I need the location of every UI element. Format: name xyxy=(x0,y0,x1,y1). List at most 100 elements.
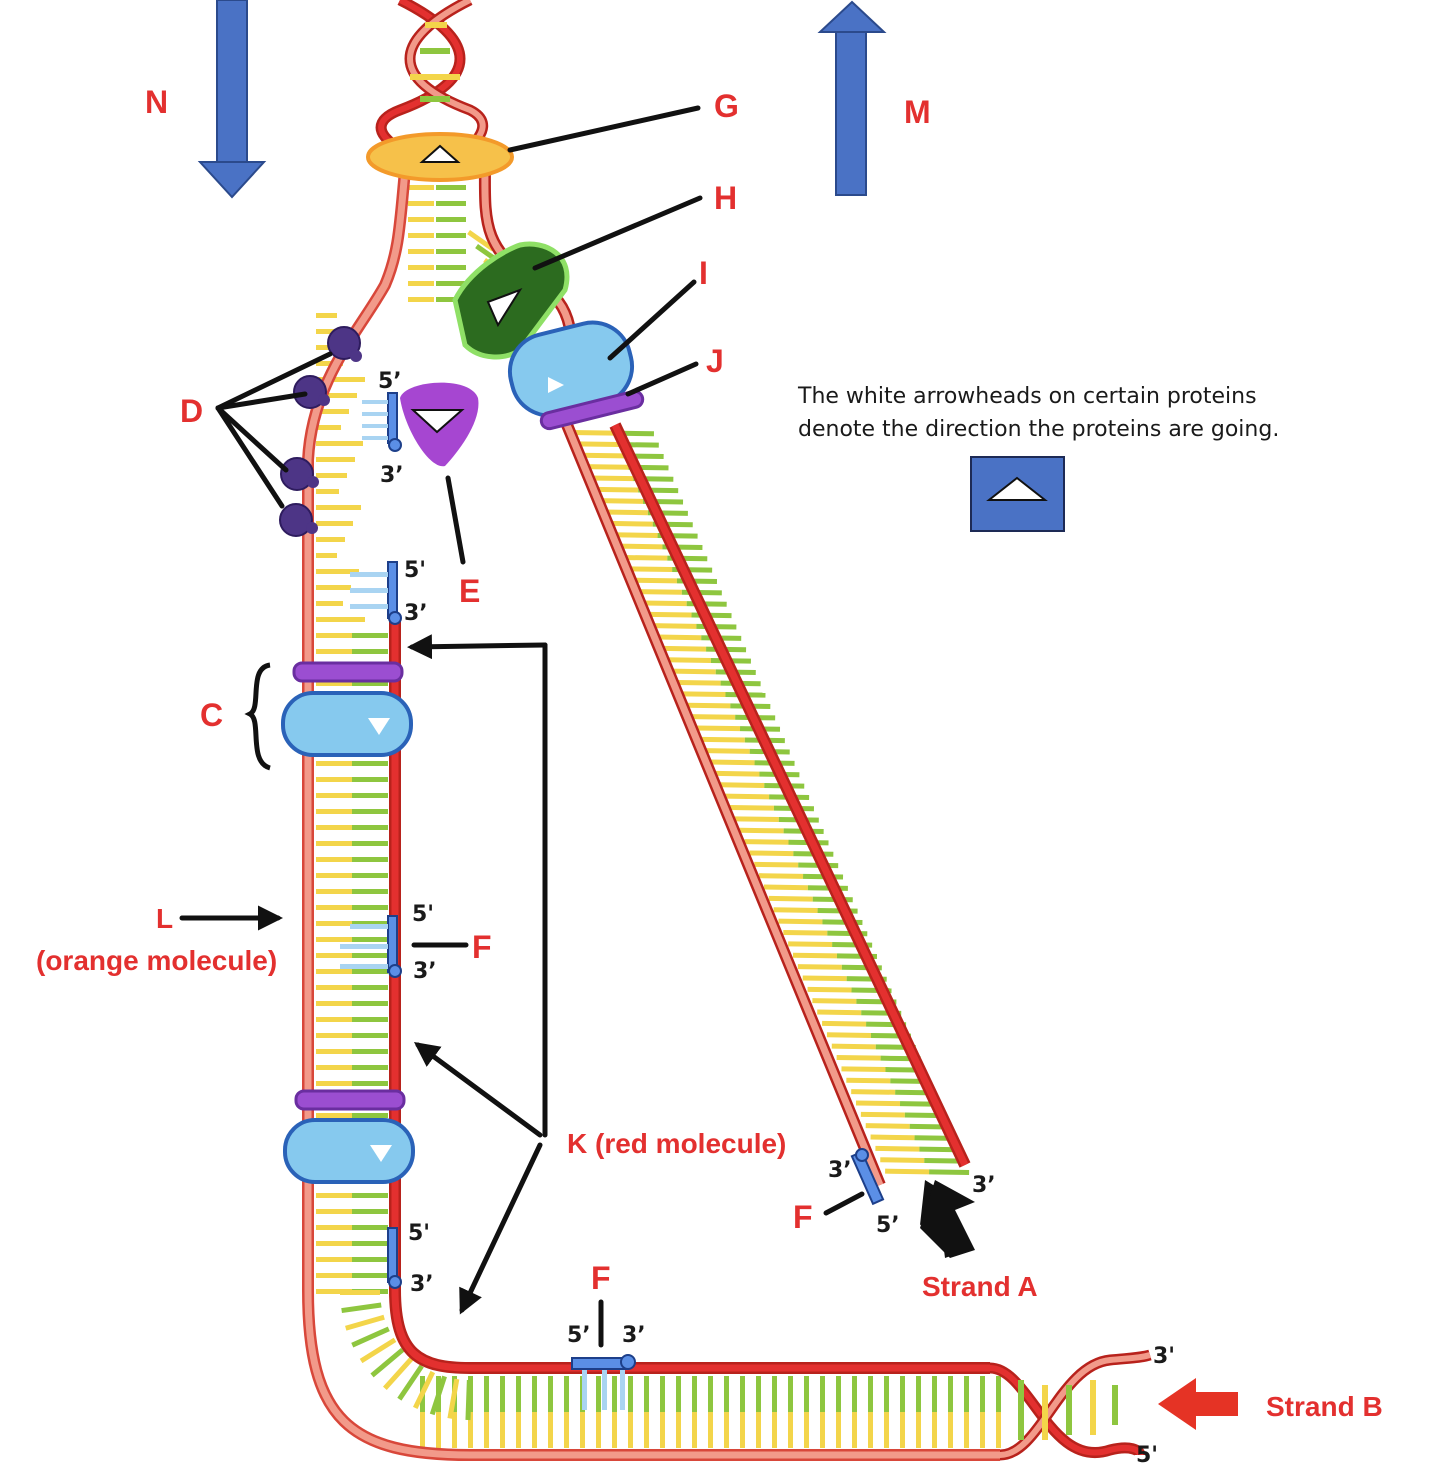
svg-text:3’: 3’ xyxy=(413,959,437,984)
base-rung xyxy=(316,1033,352,1038)
label-strand-a: Strand A xyxy=(922,1271,1038,1302)
base-rung xyxy=(744,839,789,845)
base-rung xyxy=(657,634,702,641)
base-rung xyxy=(316,617,365,622)
end-labels: 5’ 3’ 5' 3’ 5' 3’ 5' 3’ 5’ 3’ 3’ 5’ 3’ 3… xyxy=(378,369,1175,1468)
base-rung xyxy=(316,809,352,814)
base-rung xyxy=(756,1412,761,1448)
base-rung xyxy=(316,361,343,366)
left-new-strand-red xyxy=(389,620,990,1374)
base-rung xyxy=(500,1412,505,1448)
svg-text:3’: 3’ xyxy=(404,601,428,626)
base-rung xyxy=(352,921,388,926)
base-rung xyxy=(660,1412,665,1448)
base-rung xyxy=(564,1412,569,1448)
base-rung xyxy=(352,1113,388,1118)
base-rung xyxy=(316,601,343,606)
base-rung xyxy=(316,937,352,942)
base-rung xyxy=(316,1273,352,1278)
label-f-middle: F xyxy=(472,929,492,965)
base-rung xyxy=(452,1412,457,1448)
base-rung xyxy=(316,1225,352,1230)
base-rung xyxy=(436,185,466,190)
base-rung xyxy=(500,1376,505,1412)
base-rung xyxy=(708,1412,713,1448)
base-rung xyxy=(637,589,682,595)
base-rung xyxy=(914,1135,955,1141)
base-rung xyxy=(340,1290,380,1295)
base-rung xyxy=(316,473,347,478)
base-rung xyxy=(316,841,352,846)
base-rung xyxy=(352,793,388,798)
base-rung xyxy=(870,1134,915,1141)
label-strand-b: Strand B xyxy=(1266,1391,1383,1422)
base-rung xyxy=(316,441,363,446)
base-rung xyxy=(316,553,337,558)
base-rung xyxy=(855,1100,901,1107)
base-rung xyxy=(352,889,388,894)
svg-text:5': 5' xyxy=(408,1221,430,1246)
label-c: C xyxy=(200,697,223,733)
base-rung xyxy=(851,1089,896,1095)
label-i: I xyxy=(699,255,708,291)
label-d: D xyxy=(180,393,203,429)
base-rung xyxy=(467,230,495,252)
base-rung xyxy=(603,509,648,516)
label-e: E xyxy=(459,573,480,609)
base-rung xyxy=(316,409,349,414)
base-rung xyxy=(569,430,614,436)
base-rung xyxy=(316,537,345,542)
base-rung xyxy=(852,1376,857,1412)
base-rung xyxy=(820,1376,825,1412)
base-rung xyxy=(875,1145,920,1152)
base-rung xyxy=(579,452,624,459)
base-rung xyxy=(797,964,842,970)
base-rung xyxy=(370,1347,405,1378)
base-rung xyxy=(594,486,639,493)
base-rung xyxy=(642,600,687,607)
legend: The white arrowheads on certain proteins… xyxy=(797,384,1279,442)
base-rung xyxy=(729,805,774,811)
base-rung xyxy=(739,827,784,834)
base-rung xyxy=(316,1017,352,1022)
base-rung xyxy=(884,1376,889,1412)
legend-line-1: The white arrowheads on certain proteins xyxy=(797,384,1257,409)
base-rung xyxy=(316,681,352,686)
base-rung xyxy=(916,1412,921,1448)
base-rung xyxy=(932,1412,937,1448)
base-rung xyxy=(666,657,711,663)
base-rung xyxy=(724,1412,729,1448)
legend-arrowhead-box xyxy=(970,456,1065,532)
base-rung xyxy=(316,1193,352,1198)
base-rung xyxy=(316,377,365,382)
base-rung xyxy=(316,521,353,526)
base-rung xyxy=(817,1009,862,1016)
base-rung xyxy=(408,249,434,254)
base-rung xyxy=(676,680,721,686)
base-rung xyxy=(596,1376,601,1412)
base-rung xyxy=(316,633,352,638)
label-l-note: (orange molecule) xyxy=(36,945,277,976)
base-rung xyxy=(628,566,673,573)
base-rung xyxy=(681,691,726,698)
ligase-e xyxy=(400,382,479,467)
base-rung xyxy=(352,1065,388,1070)
primer-f-middle xyxy=(340,915,402,978)
base-rung xyxy=(316,825,352,830)
base-rung xyxy=(316,985,352,990)
base-rung xyxy=(692,1412,697,1448)
ssb-proteins-d xyxy=(279,326,362,537)
base-rung xyxy=(408,201,434,206)
base-rung xyxy=(316,425,341,430)
base-rung xyxy=(436,233,466,238)
strand-a-arrow xyxy=(920,1180,975,1258)
base-rung xyxy=(589,475,634,482)
base-rung xyxy=(352,1273,388,1278)
base-rung xyxy=(720,782,765,788)
base-rung xyxy=(705,748,750,754)
base-rung xyxy=(408,217,434,222)
base-rung xyxy=(316,873,352,878)
base-rung xyxy=(900,1376,905,1412)
label-j: J xyxy=(706,343,724,379)
